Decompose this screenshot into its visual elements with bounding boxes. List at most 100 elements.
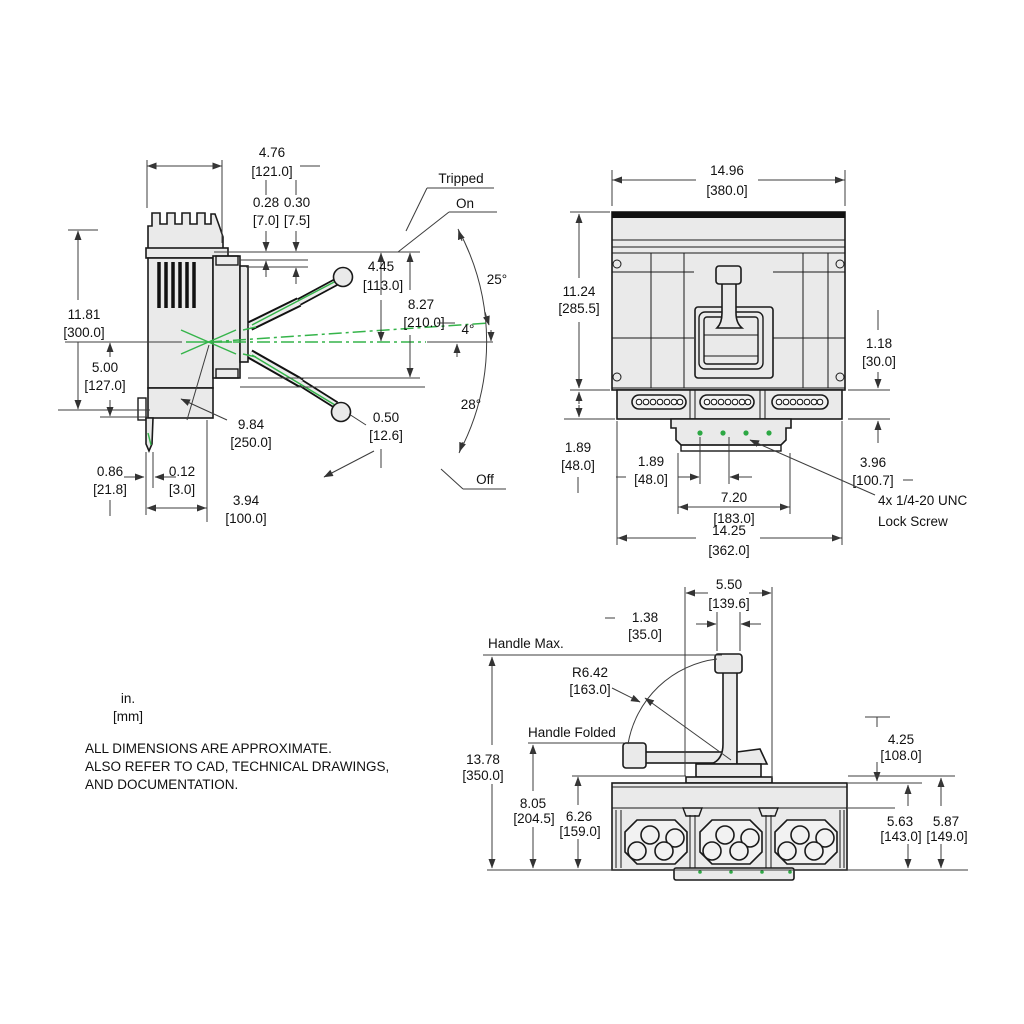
lock-screw-callout-line1: 4x 1/4-20 UNC <box>878 493 968 508</box>
units-mm-label: [mm] <box>113 709 143 724</box>
dim-depth-b-mm: [149.0] <box>926 829 967 844</box>
dim-base-depth-in: 3.94 <box>233 493 260 508</box>
folded-handle-knob <box>622 742 647 769</box>
lock-screw-hole <box>766 430 772 436</box>
corner-screw <box>612 259 622 269</box>
dim-knob-dia-mm: [12.6] <box>369 428 403 443</box>
dim-hole-pitch-mm: [48.0] <box>634 472 668 487</box>
bottom-foot-bar <box>673 867 795 881</box>
dim-folded-height-in: 8.05 <box>520 796 546 811</box>
centerline-4deg-green <box>208 322 490 343</box>
bracket-lip <box>680 444 782 452</box>
dim-height-mm: [285.5] <box>558 301 599 316</box>
dim-handle-above-in: 4.25 <box>888 732 914 747</box>
dim-gap-a-mm: [7.0] <box>253 213 279 228</box>
side-view-dimensions: 4.76 [121.0] 0.28 0.30 [7.0] [7.5] 4.45 … <box>58 145 455 526</box>
dim-body-height-in: 6.26 <box>566 809 592 824</box>
corner-screw <box>612 372 622 382</box>
handle-swing-arc <box>627 658 718 745</box>
front-view-breaker-body <box>611 211 846 452</box>
dim-side-offset-mm: [100.7] <box>852 473 893 488</box>
note-line-2: ALSO REFER TO CAD, TECHNICAL DRAWINGS, <box>85 759 389 774</box>
dim-handle-rise-in: 4.45 <box>368 259 394 274</box>
dim-top-width-mm: [121.0] <box>251 164 292 179</box>
handle-down-knob <box>330 401 352 423</box>
note-line-3: AND DOCUMENTATION. <box>85 777 238 792</box>
side-view-breaker-body <box>137 212 249 454</box>
dim-overall-height-in: 11.81 <box>68 307 101 322</box>
front-block-notch-top <box>215 255 239 266</box>
dim-gap-b-in: 0.30 <box>284 195 310 210</box>
front-handle-knob <box>715 265 742 285</box>
max-handle-knob <box>714 653 743 674</box>
dim-knob-dia-in: 0.50 <box>373 410 399 425</box>
handle-down-centerline <box>251 354 336 406</box>
lock-screw-hole <box>720 430 726 436</box>
dim-folded-height-mm: [204.5] <box>513 811 554 826</box>
lock-screw-hole <box>697 430 703 436</box>
dim-knob-width-mm: [35.0] <box>628 627 662 642</box>
dim-side-offset-in: 3.96 <box>860 455 886 470</box>
dim-gap-b-mm: [7.5] <box>284 213 310 228</box>
dim-overall-height-mm: [300.0] <box>63 325 104 340</box>
units-inches-label: in. <box>121 691 135 706</box>
dim-handle-reach-in: 9.84 <box>238 417 265 432</box>
front-handle-stem <box>715 282 745 329</box>
dim-width-mm: [380.0] <box>706 183 747 198</box>
handle-folded-label: Handle Folded <box>528 725 616 740</box>
handle-positions: Tripped On Off 25° 4° 28° <box>397 171 507 490</box>
dim-base-height-in: 1.89 <box>565 440 591 455</box>
castellated-cap <box>147 212 224 251</box>
dim-gap-a-in: 0.28 <box>253 195 279 210</box>
dim-foot-offset-in: 0.86 <box>97 464 123 479</box>
angle-center-label: 4° <box>462 322 475 337</box>
dim-lug-height-mm: [30.0] <box>862 354 896 369</box>
front-body-top-band <box>612 212 845 218</box>
dim-hole-span-mm: [183.0] <box>713 511 754 526</box>
dim-body-height-mm: [159.0] <box>559 824 600 839</box>
dim-lug-height-in: 1.18 <box>866 336 892 351</box>
handle-view-body <box>611 653 848 881</box>
dim-plate-gap-mm: [3.0] <box>169 482 195 497</box>
handle-view: R6.42 [163.0] Handle Max. Handle Folded … <box>462 577 968 881</box>
handle-up <box>247 266 354 331</box>
terminal-slots <box>631 394 829 410</box>
dim-radius-in: R6.42 <box>572 665 608 680</box>
dim-base-width-mm: [362.0] <box>708 543 749 558</box>
front-block-notch-bottom <box>215 368 239 379</box>
on-label: On <box>456 196 474 211</box>
front-view: 14.96 [380.0] 11.24 [285.5] 1.89 [48.0] … <box>558 163 967 558</box>
lock-screw-hole <box>743 430 749 436</box>
dim-radius-mm: [163.0] <box>569 682 610 697</box>
lock-screw-callout-line2: Lock Screw <box>878 514 948 529</box>
dim-center-height-in: 5.00 <box>92 360 118 375</box>
vent-slats <box>157 262 196 308</box>
foot-bracket <box>137 397 147 421</box>
dim-knob-width-in: 1.38 <box>632 610 658 625</box>
foot-green-mark <box>147 432 152 446</box>
note-line-1: ALL DIMENSIONS ARE APPROXIMATE. <box>85 741 332 756</box>
off-label: Off <box>476 472 494 487</box>
dim-handle-above-mm: [108.0] <box>880 748 921 763</box>
dim-base-width-in: 14.25 <box>712 523 746 538</box>
front-view-dimensions: 14.96 [380.0] 11.24 [285.5] 1.89 [48.0] … <box>558 163 967 558</box>
dim-top-width-in: 4.76 <box>259 145 285 160</box>
dim-plate-gap-in: 0.12 <box>169 464 195 479</box>
max-handle-stem <box>710 671 738 765</box>
dim-max-height-mm: [350.0] <box>462 768 503 783</box>
foot-bar <box>145 417 154 454</box>
dim-depth-a-in: 5.63 <box>887 814 913 829</box>
dim-hole-pitch-in: 1.89 <box>638 454 664 469</box>
dim-max-height-in: 13.78 <box>466 752 500 767</box>
dim-depth-b-in: 5.87 <box>933 814 959 829</box>
dim-foot-offset-mm: [21.8] <box>93 482 127 497</box>
terminal-cluster <box>699 819 763 865</box>
face-strip <box>239 265 249 363</box>
dim-handle-rise-mm: [113.0] <box>363 278 403 293</box>
side-view: 4.76 [121.0] 0.28 0.30 [7.0] [7.5] 4.45 … <box>58 145 507 526</box>
handle-up-knob <box>332 266 354 288</box>
front-block <box>212 255 241 379</box>
pedestal <box>695 763 762 778</box>
dim-handle-reach-mm: [250.0] <box>230 435 271 450</box>
